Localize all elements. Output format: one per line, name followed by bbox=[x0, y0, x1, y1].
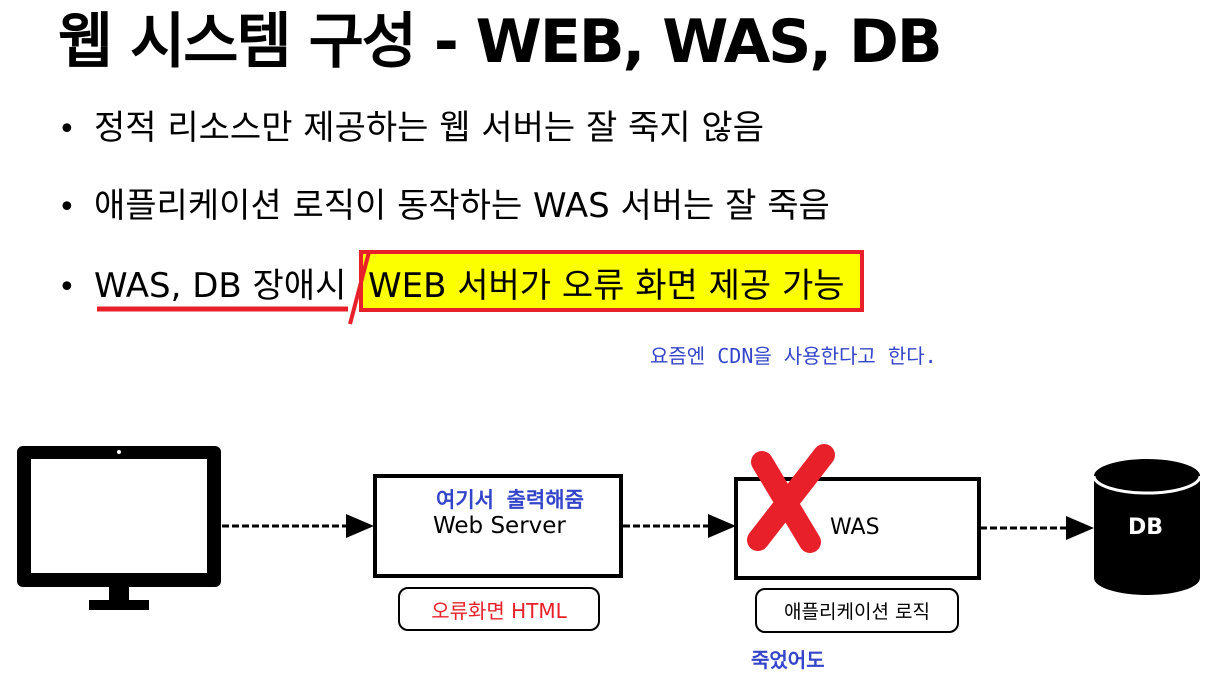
x-cross-mark bbox=[747, 444, 835, 553]
bullet-item: • WAS, DB 장애시 bbox=[58, 264, 346, 310]
arrow-right-icon bbox=[980, 516, 1094, 540]
db-label: DB bbox=[1128, 515, 1164, 540]
bullet-text: 애플리케이션 로직이 동작하는 WAS 서버는 잘 죽음 bbox=[94, 186, 830, 226]
bullet-dot: • bbox=[58, 112, 76, 147]
bullet-item: • 정적 리소스만 제공하는 웹 서버는 잘 죽지 않음 bbox=[58, 106, 764, 152]
web-server-label: Web Server bbox=[433, 513, 566, 539]
app-logic-box: 애플리케이션 로직 bbox=[755, 588, 959, 633]
arrow-right-icon bbox=[222, 514, 374, 538]
highlight-box bbox=[359, 250, 864, 312]
was-label: WAS bbox=[830, 515, 880, 540]
web-server-box bbox=[373, 474, 623, 578]
print-here-note: 여기서 출력해줌 bbox=[436, 488, 584, 512]
monitor-icon bbox=[17, 446, 221, 610]
bullet-text-highlight: WEB 서버가 오류 화면 제공 가능 bbox=[368, 266, 845, 306]
bullet-dot: • bbox=[58, 270, 76, 305]
error-html-box: 오류화면 HTML bbox=[398, 587, 600, 631]
bullet-item: • 애플리케이션 로직이 동작하는 WAS 서버는 잘 죽음 bbox=[58, 184, 830, 230]
bullet-dot: • bbox=[58, 190, 76, 225]
arrow-right-icon bbox=[623, 514, 736, 538]
bullet-text-prefix: WAS, DB 장애시 bbox=[94, 266, 347, 306]
red-slash bbox=[348, 251, 371, 325]
cdn-note: 요즘엔 CDN을 사용한다고 한다. bbox=[650, 344, 937, 368]
bullet-text: 정적 리소스만 제공하는 웹 서버는 잘 죽지 않음 bbox=[94, 108, 764, 148]
page-title: 웹 시스템 구성 - WEB, WAS, DB bbox=[58, 7, 943, 77]
even-if-dead-note: 죽었어도 bbox=[751, 648, 825, 672]
database-icon bbox=[1092, 459, 1202, 595]
